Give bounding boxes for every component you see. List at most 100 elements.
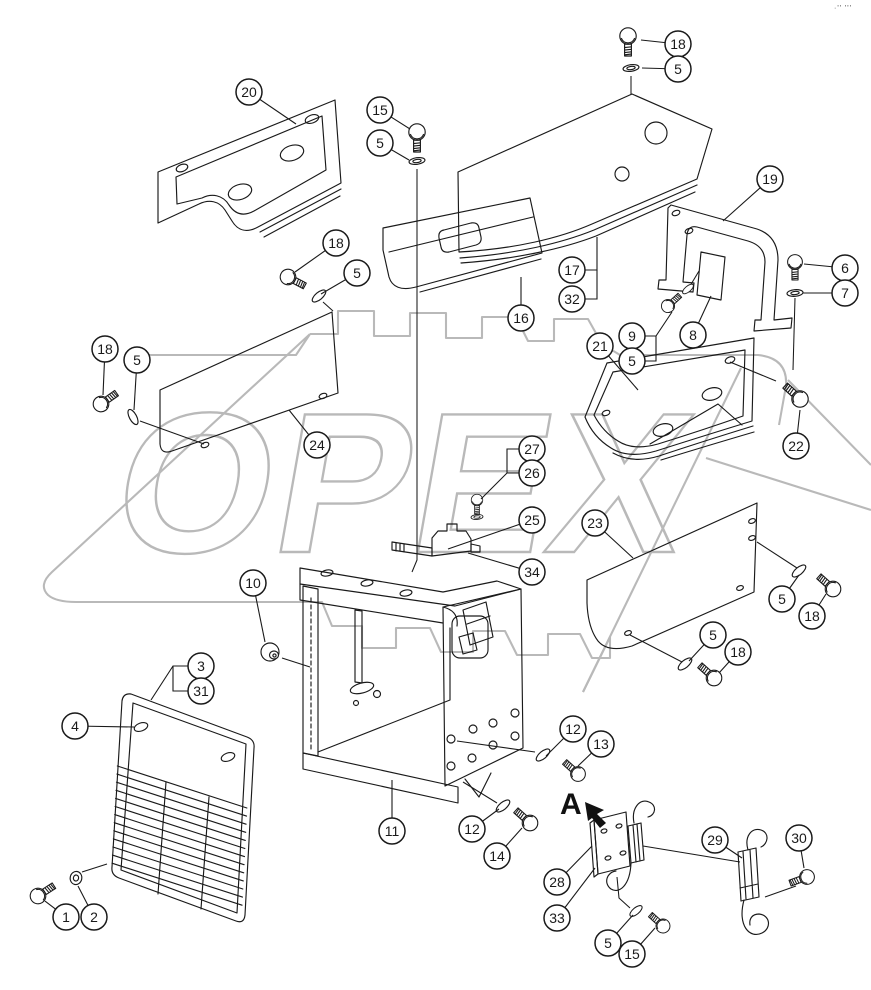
callout-5[interactable]: 5: [641, 55, 692, 83]
callout-number: 13: [593, 736, 609, 752]
view-direction: A: [560, 788, 606, 828]
callout-number: 6: [841, 260, 849, 276]
callout-18[interactable]: 18: [798, 593, 827, 630]
callout-5[interactable]: 5: [123, 346, 151, 411]
callout-8[interactable]: 8: [679, 295, 712, 349]
bolt-icon: [29, 882, 57, 905]
callout-number: 25: [524, 512, 540, 528]
callout-number: 7: [841, 285, 849, 301]
callout-32[interactable]: 32: [558, 270, 598, 313]
washer_s-icon: [535, 748, 551, 762]
bolt-icon: [562, 759, 586, 782]
part-hook-latch-29: [737, 828, 769, 935]
callout-5[interactable]: 5: [320, 259, 371, 295]
washer_d-icon: [786, 289, 804, 297]
callout-number: 26: [524, 465, 540, 481]
callout-11[interactable]: 11: [378, 780, 406, 845]
callout-14[interactable]: 14: [483, 827, 523, 870]
callout-number: 3: [197, 658, 205, 674]
callout-31[interactable]: 31: [172, 666, 215, 705]
callout-33[interactable]: 33: [543, 867, 596, 932]
callout-number: 14: [489, 848, 505, 864]
callout-number: 20: [241, 84, 257, 100]
bolt-icon: [788, 869, 815, 887]
callout-30[interactable]: 30: [785, 824, 813, 869]
bolt-icon: [470, 493, 484, 515]
callout-2[interactable]: 2: [77, 885, 108, 931]
callout-18[interactable]: 18: [91, 335, 119, 396]
callout-29[interactable]: 29: [701, 826, 743, 859]
callout-15[interactable]: 15: [366, 96, 411, 130]
callout-27[interactable]: 27: [506, 435, 546, 473]
grommet-icon: [260, 642, 280, 662]
callout-12[interactable]: 12: [458, 808, 500, 843]
callout-23[interactable]: 23: [581, 509, 634, 559]
grille-slats: [111, 765, 248, 906]
callout-4[interactable]: 4: [61, 712, 135, 740]
callout-6[interactable]: 6: [803, 254, 859, 282]
callout-18[interactable]: 18: [294, 229, 350, 273]
callout-number: 15: [624, 946, 640, 962]
callout-number: 9: [628, 328, 636, 344]
callout-26[interactable]: 26: [480, 459, 546, 500]
callout-number: 30: [791, 830, 807, 846]
callout-number: 23: [587, 515, 603, 531]
callout-20[interactable]: 20: [235, 78, 297, 125]
callout-13[interactable]: 13: [577, 730, 615, 767]
watermark-text: OPEX: [100, 371, 711, 594]
callout-number: 4: [71, 718, 79, 734]
callout-18[interactable]: 18: [640, 30, 692, 58]
callout-number: 15: [372, 102, 388, 118]
callout-number: 8: [689, 327, 697, 343]
part-arch-bracket-19: [657, 204, 793, 332]
callout-22[interactable]: 22: [782, 409, 810, 460]
callout-number: 24: [309, 437, 325, 453]
callout-24[interactable]: 24: [288, 409, 331, 459]
view-label: A: [560, 788, 582, 821]
callout-19[interactable]: 19: [722, 165, 784, 222]
callout-number: 19: [762, 171, 778, 187]
callout-5[interactable]: 5: [594, 914, 634, 957]
callout-number: 18: [328, 235, 344, 251]
callout-12[interactable]: 12: [545, 715, 587, 757]
callout-number: 17: [564, 262, 580, 278]
callout-5[interactable]: 5: [366, 129, 410, 161]
bolt-icon: [697, 662, 723, 687]
callout-18[interactable]: 18: [718, 638, 752, 674]
callout-5[interactable]: 5: [768, 574, 800, 613]
callout-25[interactable]: 25: [447, 506, 546, 550]
callout-number: 31: [193, 683, 209, 699]
callout-21[interactable]: 21: [586, 332, 639, 391]
washer_s-icon: [311, 289, 327, 303]
callout-7[interactable]: 7: [803, 279, 859, 307]
part-top-cover-17-32: [457, 93, 713, 264]
callout-number: 22: [788, 438, 804, 454]
callout-28[interactable]: 28: [543, 845, 593, 896]
callout-1[interactable]: 1: [44, 900, 80, 931]
part-hinge-plate-28-33: [589, 800, 656, 891]
callout-5[interactable]: 5: [618, 336, 657, 375]
callout-number: 5: [674, 61, 682, 77]
part-panel-24: [159, 311, 339, 453]
callout-number: 27: [524, 441, 540, 457]
callout-10[interactable]: 10: [239, 569, 267, 643]
watermark: OPEX: [42, 309, 871, 693]
callout-number: 5: [709, 627, 717, 643]
callout-17[interactable]: 17: [558, 237, 598, 284]
callout-number: 33: [549, 910, 565, 926]
callout-number: 10: [245, 575, 261, 591]
bolt-icon: [279, 268, 307, 290]
callout-9[interactable]: 9: [618, 311, 673, 350]
ring-icon: [69, 870, 83, 886]
callout-16[interactable]: 16: [507, 277, 535, 332]
callout-number: 16: [513, 310, 529, 326]
callout-5[interactable]: 5: [688, 621, 727, 662]
callout-15[interactable]: 15: [618, 927, 656, 968]
part-frame-11: [299, 567, 524, 804]
view-arrow-icon: [585, 802, 606, 828]
washer_s-icon: [629, 905, 643, 917]
callout-34[interactable]: 34: [467, 552, 546, 586]
corner-marks: ·'' ''': [834, 5, 852, 12]
bolt-icon: [787, 254, 803, 281]
